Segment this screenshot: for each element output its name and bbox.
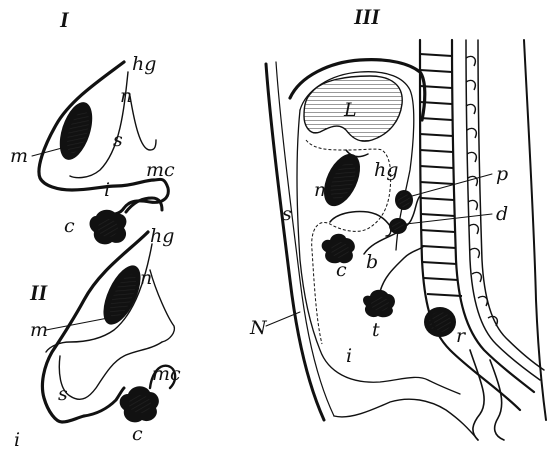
figure-I-label-m: m <box>10 145 28 167</box>
figure-I-numeral: I <box>59 7 70 32</box>
figure-III-d-body <box>389 218 407 234</box>
figure-III-label-b: b <box>366 251 378 273</box>
figure-III-label-m: m <box>314 179 332 201</box>
figure-I-right-curve <box>130 96 156 150</box>
figure-I-c-body <box>90 210 127 245</box>
figure-I-label-n: n <box>120 85 132 107</box>
figure-II-right-curve <box>150 270 174 342</box>
figure-II-label-hg: hg <box>150 225 174 247</box>
figure-III-label-s: s <box>282 203 292 225</box>
figure-II-label-mc: mc <box>152 363 181 385</box>
figure-III-t-body <box>363 290 395 318</box>
figure-II: II hg n m s mc i c <box>14 225 181 451</box>
figure-III-label-i: i <box>346 345 352 367</box>
figure-II-numeral: II <box>29 280 49 305</box>
figure-I-label-mc: mc <box>146 159 175 181</box>
figure-I-label-c: c <box>64 215 75 237</box>
figure-III-label-c: c <box>336 259 347 281</box>
figure-I-label-hg: hg <box>132 53 156 75</box>
figure-III-label-r: r <box>456 325 467 347</box>
figure-II-label-m: m <box>30 319 48 341</box>
figure-II-label-n: n <box>140 267 152 289</box>
figure-III-loop-t <box>380 246 424 292</box>
figure-III-liver: L <box>304 76 402 141</box>
figure-III-label-d: d <box>496 203 508 225</box>
figure-I-mc-stalk <box>126 198 162 212</box>
figure-I: I hg n m s mc i c <box>10 7 175 244</box>
figure-III-numeral: III <box>353 4 381 29</box>
figure-III-label-p: p <box>496 163 508 185</box>
figure-II-label-c: c <box>132 423 143 445</box>
figure-III-label-N: N <box>249 317 268 339</box>
figure-III-label-L: L <box>343 99 357 121</box>
figure-III-label-t: t <box>372 319 380 341</box>
figure-III-label-hg: hg <box>374 159 398 181</box>
figure-III-cavity-lower <box>297 110 460 394</box>
figure-III-spine <box>420 40 544 440</box>
figure-II-label-i: i <box>14 429 20 451</box>
figure-III: III L <box>249 4 546 440</box>
figure-I-label-s: s <box>113 129 123 151</box>
figure-III-lower-contour <box>334 399 478 440</box>
figure-II-label-s: s <box>58 383 68 405</box>
figure-I-label-i: i <box>104 179 110 201</box>
figure-II-intestine-loop <box>84 388 124 416</box>
figure-III-p-body <box>395 190 413 210</box>
figure-II-c-body <box>120 386 159 422</box>
